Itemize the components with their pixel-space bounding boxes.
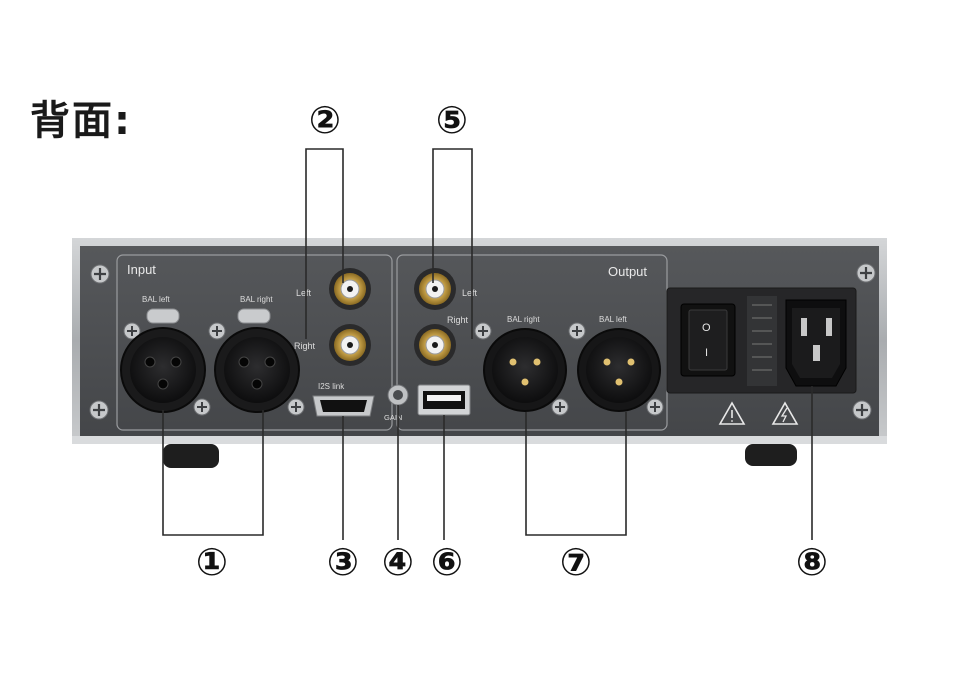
i2s-link-label: I2S link (318, 382, 345, 391)
screw-icon (474, 322, 492, 340)
xlr-latch-right[interactable] (237, 308, 271, 324)
foot-right (745, 444, 797, 466)
rca-input-right-label: Right (294, 341, 316, 351)
xlr-output-right[interactable] (483, 328, 567, 412)
rca-input-right[interactable] (329, 324, 371, 366)
warning-icon (718, 401, 746, 425)
xlr-output-left[interactable] (577, 328, 661, 412)
output-bal-right-label: BAL right (507, 315, 540, 324)
switch-off-mark: I (705, 347, 708, 359)
callout-6: ⑥ (431, 540, 463, 584)
screw-icon (90, 264, 110, 284)
screw-icon (852, 400, 872, 420)
gain-label: GAIN (384, 413, 402, 422)
xlr-input-right[interactable] (214, 327, 300, 413)
iec-power-inlet[interactable] (785, 299, 847, 387)
usb-port[interactable] (417, 384, 471, 416)
screw-icon (123, 322, 141, 340)
callout-4: ④ (382, 540, 414, 584)
rca-input-left-label: Left (296, 288, 312, 298)
screw-icon (646, 398, 664, 416)
gain-switch[interactable] (387, 384, 409, 406)
electric-hazard-icon (771, 401, 799, 425)
screw-icon (568, 322, 586, 340)
screw-icon (89, 400, 109, 420)
rca-output-left[interactable] (414, 268, 456, 310)
callout-1: ① (196, 540, 228, 584)
rca-output-left-label: Left (462, 288, 478, 298)
input-section-outline (116, 254, 393, 431)
callout-7: ⑦ (560, 540, 592, 584)
hdmi-i2s-port[interactable] (312, 395, 375, 417)
rca-output-right-label: Right (447, 315, 469, 325)
screw-icon (287, 398, 305, 416)
leader-5 (432, 148, 473, 339)
callout-8: ⑧ (796, 540, 828, 584)
leader-7 (525, 412, 627, 536)
switch-on-mark: O (702, 322, 711, 334)
rca-input-left[interactable] (329, 268, 371, 310)
callout-3: ③ (327, 540, 359, 584)
callout-5: ⑤ (436, 98, 468, 142)
output-bal-left-label: BAL left (599, 315, 627, 324)
page-title: 背面: (30, 98, 132, 144)
input-bal-left-label: BAL left (142, 295, 170, 304)
xlr-input-left[interactable] (120, 327, 206, 413)
power-switch[interactable]: O I (680, 303, 736, 377)
screws (89, 263, 876, 420)
foot-left (163, 444, 219, 468)
screw-icon (193, 398, 211, 416)
input-bal-right-label: BAL right (240, 295, 273, 304)
xlr-latch-left[interactable] (146, 308, 180, 324)
screw-icon (208, 322, 226, 340)
leader-1 (162, 410, 264, 536)
callout-2: ② (309, 98, 341, 142)
screw-icon (551, 398, 569, 416)
rca-output-right[interactable] (414, 324, 456, 366)
input-label: Input (127, 262, 156, 277)
fuse-holder[interactable] (747, 296, 777, 386)
output-label: Output (608, 264, 647, 279)
leader-lines (162, 148, 813, 540)
chassis-bottom-edge (72, 436, 887, 444)
screw-icon (856, 263, 876, 283)
leader-2 (305, 148, 344, 339)
